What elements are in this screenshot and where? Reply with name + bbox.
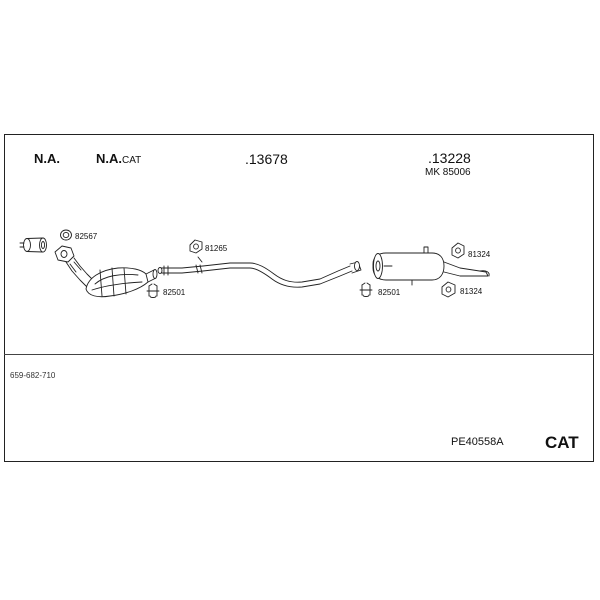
diagram-code: 659-682-710 — [10, 371, 56, 380]
rubber-mount-81324-bottom — [441, 281, 456, 298]
header-col2-small: CAT — [122, 155, 142, 166]
part-label-81324-top: 81324 — [468, 250, 491, 259]
header-col3: .13678 — [245, 151, 288, 167]
catalytic-converter — [85, 267, 158, 298]
part-label-82501-left: 82501 — [163, 288, 186, 297]
diagram-frame — [4, 134, 594, 462]
gasket-81265 — [189, 239, 203, 263]
header-col2: N.A.CAT — [96, 152, 141, 166]
rubber-mount-81324-top — [451, 242, 465, 259]
header-col2-main: N.A. — [96, 151, 122, 166]
part-label-82501-right: 82501 — [378, 288, 401, 297]
clamp-82501-right — [359, 282, 373, 297]
header-col1: N.A. — [34, 151, 60, 166]
gasket-ring-82567 — [60, 229, 72, 241]
middle-pipe — [157, 261, 362, 288]
part-label-81324-bottom: 81324 — [460, 287, 483, 296]
clamp-82501-left — [146, 283, 160, 298]
part-label-81265: 81265 — [205, 244, 228, 253]
rear-silencer — [372, 246, 490, 286]
frame-divider — [4, 354, 594, 355]
header-col4-sub: MK 85006 — [425, 167, 471, 178]
cat-label: CAT — [545, 433, 579, 452]
sleeve-part — [19, 237, 47, 253]
part-label-82567: 82567 — [75, 232, 98, 241]
reference-number: PE40558A — [451, 436, 504, 448]
header-col4: .13228 — [428, 150, 471, 166]
front-pipe — [54, 245, 94, 289]
